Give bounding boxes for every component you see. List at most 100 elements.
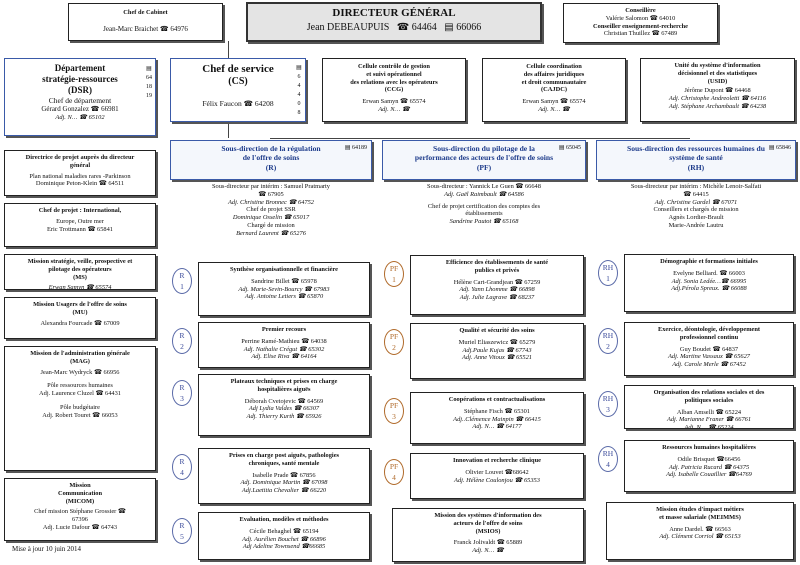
mission-box: Mission de l'administration générale(MAG…	[4, 346, 156, 471]
sous-direction-title: (PF)	[476, 162, 492, 172]
mission-title: pilotage des opérateurs	[48, 265, 112, 273]
staff-line: Dominique Osselin ☎ 65017	[232, 214, 310, 222]
dg-name: Jean DEBEAUPUIS	[306, 22, 390, 34]
ccg-title: des relations avec les opérateurs	[350, 78, 438, 86]
mission-line: Chef mission Stéphane Grossier ☎	[34, 508, 126, 516]
ccg-title: (CCG)	[384, 86, 404, 94]
staff-line: Marie-Andrée Lautru	[668, 222, 724, 230]
bureau-staff-line: Adj. Antoine Letiers ☎ 65870	[244, 293, 324, 301]
mission-box: Chef de projet : International,Europe, O…	[4, 203, 156, 247]
bureau-staff-line: Déborah Cvetojevic ☎ 64569	[244, 397, 324, 405]
bureau-staff-line: Isabelle Prade ☎ 67856	[252, 471, 316, 479]
bureau-staff-line: Perrine Ramé-Mathieu ☎ 64038	[241, 337, 327, 345]
staff-line: Sous-directeur par intérim : Samuel Prat…	[211, 183, 331, 190]
bureau-code: R	[179, 331, 185, 340]
mission-box: Directrice de projet auprès du directeur…	[4, 150, 156, 196]
dsr-name: Gérard Gonzalez ☎ 66981	[41, 105, 119, 114]
chef-service-box: Chef de service (CS) Félix Faucon ☎ 6420…	[170, 58, 306, 122]
bureau-code: 3	[392, 412, 396, 421]
bureau-code: 1	[392, 275, 396, 284]
sous-direction-title: de l'offre de soins	[242, 153, 300, 163]
mission-line: Pôle ressources humaines	[47, 382, 113, 390]
bureau-staff-line: Adj Adeline Townsend ☎66685	[242, 543, 326, 551]
bureau-title: Coopérations et contractualisations	[448, 396, 546, 403]
dsr-chef: Chef de département	[48, 95, 112, 105]
bureau-code: RH	[602, 394, 614, 403]
bureau-title: Evaluation, modèles et méthodes	[239, 516, 329, 523]
bureau-staff-line: Cécile Behaghel ☎ 65194	[249, 527, 319, 535]
cs-fax: ▤ 6 4 4 0 8	[296, 65, 302, 116]
bureau-code: R	[179, 271, 185, 280]
ccg-title: Cellule contrôle de gestion	[358, 63, 430, 70]
bureau-title: Ressources humaines hospitalières	[662, 444, 756, 451]
bureau-staff-line: Adj.Laetitia Chevalier ☎ 66220	[241, 487, 327, 495]
bureau-code: RH	[602, 263, 614, 272]
bureau-code: PF	[389, 462, 399, 471]
fax-number: ▤ 65045	[558, 145, 581, 151]
mission-title: Mission Usagers de l'offre de soins	[33, 301, 127, 308]
mission-title: (MICOM)	[65, 497, 95, 505]
dg-phone: ☎ 64464	[396, 22, 437, 34]
bureau-title: Efficience des établissements de santé	[445, 259, 549, 266]
box-line: Valérie Salomon ☎ 64010	[605, 14, 676, 22]
bureau-code: 2	[392, 343, 396, 352]
bureau-code: 4	[180, 468, 184, 477]
bureau-code: PF	[389, 401, 399, 410]
fax-number: ▤ 65846	[768, 145, 791, 151]
mission-line: Adj. Laurence Cluzel ☎ 64431	[39, 390, 121, 398]
bureau-staff-line: Muriel Eliaszewicz ☎ 65279	[458, 338, 536, 346]
bureau-staff-line: Adj. Martine Vassaux ☎ 65627	[668, 353, 750, 361]
bureau-title: Mission des systèmes d'information des	[434, 512, 542, 519]
mission-line: Alexandra Fourcade ☎ 67009	[40, 319, 120, 327]
bureau-staff-line: Adj. Isabelle Couaillier ☎64769	[666, 471, 752, 479]
bureau-title: publics et privés	[474, 266, 520, 274]
bureau-staff-line: Olivier Louvet ☎68642	[465, 468, 529, 476]
bureau-staff-line: Adj. Anne Vitoux ☎ 65521	[461, 354, 533, 362]
box-title: Conseillère	[625, 7, 656, 14]
mission-box: Mission stratégie, veille, prospective e…	[4, 254, 156, 290]
sous-direction-title: performance des acteurs de l'offre de so…	[414, 153, 554, 163]
bureau-code: RH	[602, 331, 614, 340]
bureau-box: Prises en charge post aiguës, pathologie…	[198, 448, 370, 504]
bureau-title: Qualité et sécurité des soins	[459, 327, 535, 334]
sous-direction-staff: Sous-directeur par intérim : Michèle Len…	[596, 183, 796, 230]
bureau-staff-line: Odile Brisquet ☎66456	[677, 455, 741, 463]
sous-direction-title: Sous-direction du pilotage de la	[433, 144, 535, 153]
sous-direction-title: Sous-direction de la régulation	[221, 144, 321, 153]
bureau-staff-line: Adj. Yann Lhomme ☎ 66898	[459, 286, 535, 294]
bureau-staff-line: Adj. Thierry Kurth ☎ 65926	[246, 413, 322, 421]
bureau-title: hospitalières aiguës	[257, 385, 311, 393]
dsr-adj: Adj. N… ☎ 65102	[55, 113, 105, 121]
mission-title: (MS)	[73, 273, 87, 281]
update-date: Mise à jour 10 juin 2014	[12, 545, 82, 553]
bureau-staff-line: Adj. Sonia Ledée…☎ 66995	[671, 277, 747, 285]
dsr-title: Département	[54, 63, 106, 73]
mission-line: Eric Trottmann ☎ 65841	[46, 225, 113, 233]
bureau-code: 3	[606, 405, 610, 414]
bureau-code: PF	[389, 332, 399, 341]
box-line: Christian Thuillez ☎ 67489	[603, 30, 678, 38]
staff-line: Sandrine Pautot ☎ 65168	[449, 218, 519, 226]
bureau-staff-line: Anne Dardel. ☎ 66563	[669, 525, 731, 533]
usid-line: Adj. Stéphane Archambault ☎ 64238	[668, 103, 767, 111]
bureau-staff-line: Adj. Marianne Franer ☎ 66761	[666, 416, 752, 424]
bureau-title: Organisation des relations sociales et d…	[653, 389, 765, 396]
chef-cabinet-box: Chef de Cabinet Jean-Marc Braichet ☎ 649…	[68, 3, 223, 41]
staff-line: Chef de projet SSR	[246, 206, 296, 214]
cajdc-title: des affaires juridiques	[523, 70, 585, 78]
mission-line: Erwan Samyn ☎ 65574	[48, 284, 112, 290]
mission-title: (MU)	[72, 308, 88, 316]
staff-line: Sous-directeur par intérim : Michèle Len…	[630, 183, 762, 190]
connector	[270, 138, 690, 139]
usid-box: Unité du système d'information décisionn…	[640, 58, 795, 122]
cajdc-title: Cellule coordination	[526, 63, 582, 70]
